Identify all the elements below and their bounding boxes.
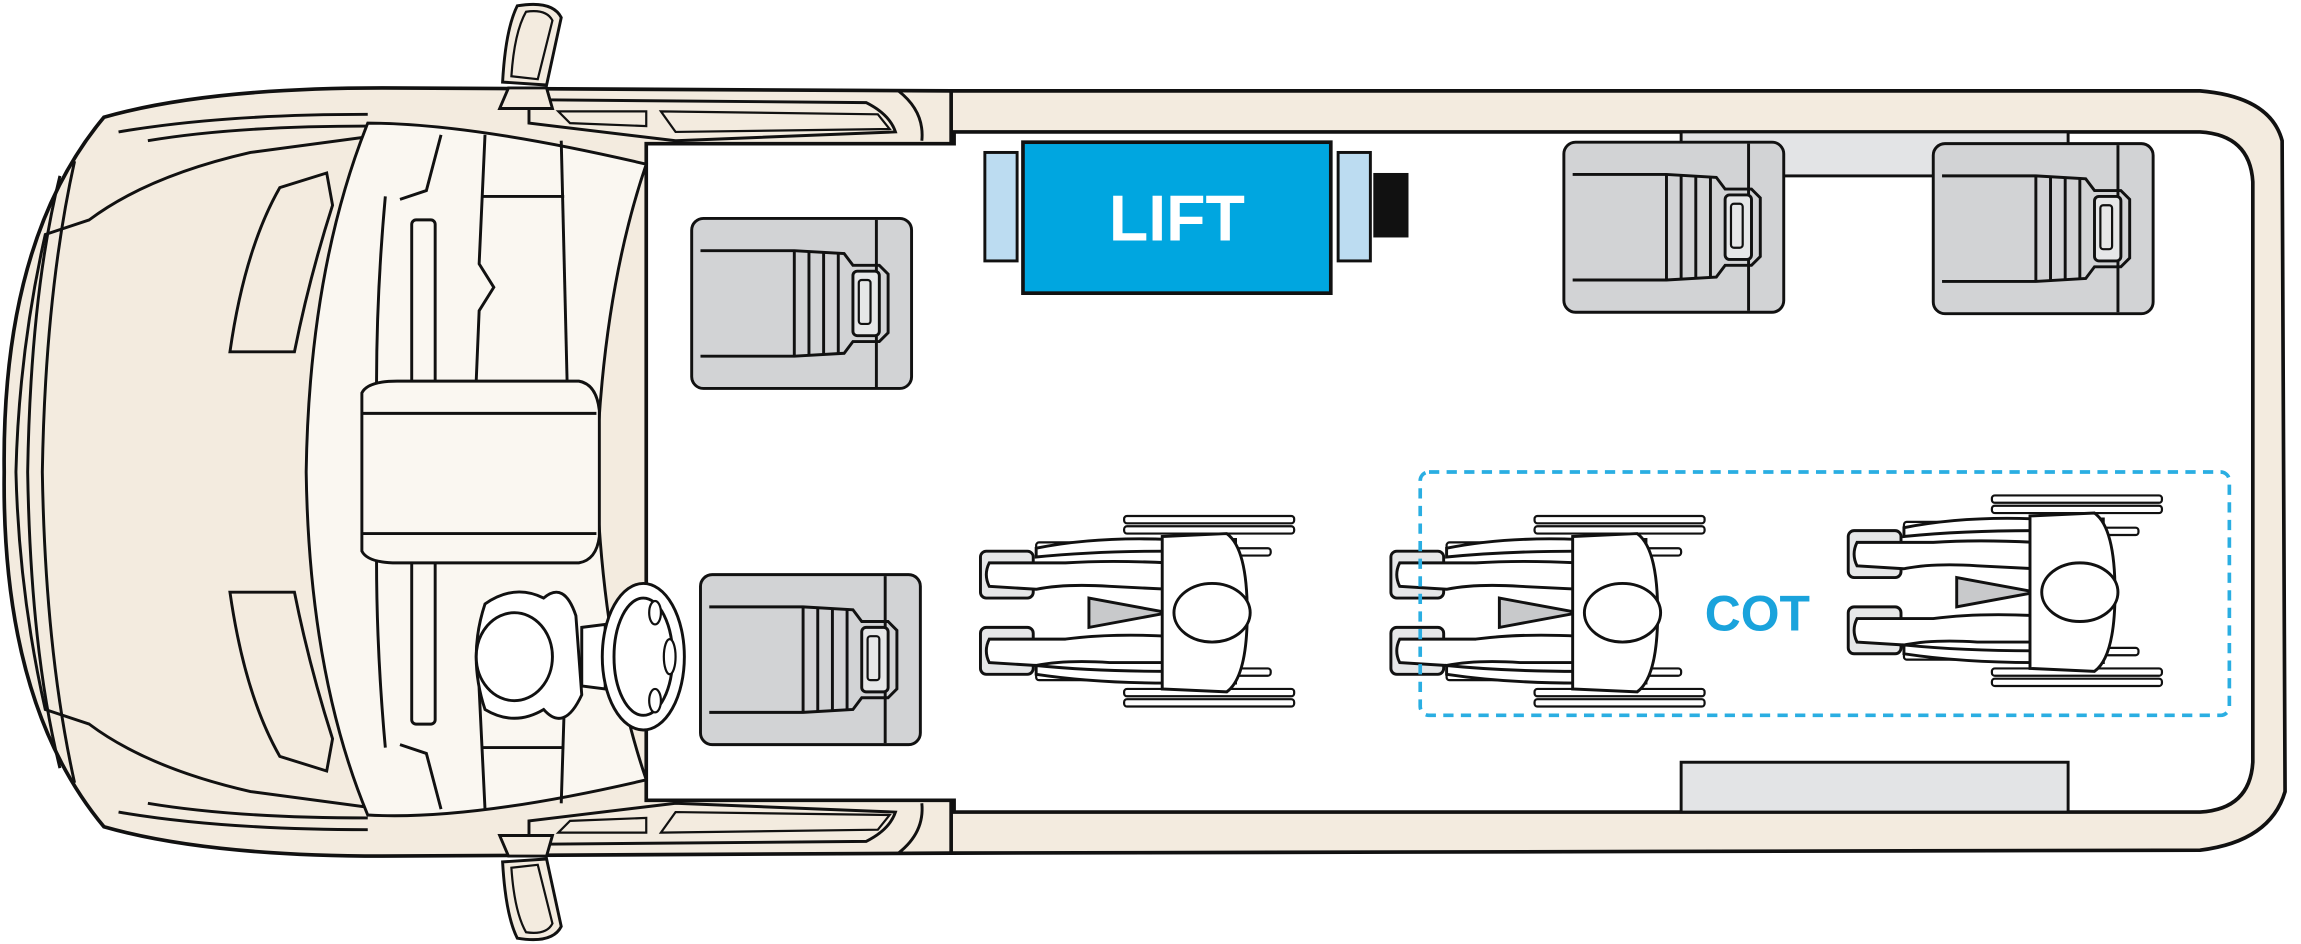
- seat-icon: [699, 573, 922, 747]
- lift-platform: [1021, 140, 1333, 295]
- cot-outline: [1418, 470, 2232, 718]
- steering-wheel-icon: [600, 581, 686, 732]
- wheelchair-lift: LIFT: [983, 140, 1409, 295]
- driver-figure: [474, 590, 607, 720]
- rear-bench-bottom: [1679, 760, 2070, 814]
- center-console: [360, 379, 601, 565]
- side-mirror-icon: [497, 2, 563, 110]
- seat-icon: [1931, 142, 2155, 316]
- cot-label: COT: [1705, 585, 1810, 641]
- cot-area: COT: [1418, 470, 2232, 718]
- lift-side-left: [983, 150, 1019, 263]
- lift-side-right: [1336, 150, 1372, 263]
- side-mirror-icon: [497, 834, 563, 942]
- seat-icon: [690, 216, 914, 390]
- lift-motor: [1373, 172, 1409, 238]
- lift-label: LIFT: [1109, 182, 1245, 254]
- seat-icon: [1562, 140, 1786, 314]
